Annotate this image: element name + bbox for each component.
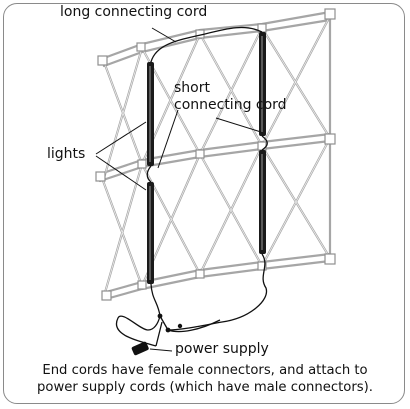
frame-hubs [95, 8, 336, 301]
label-power-supply: power supply [175, 341, 269, 357]
caption-line-1: End cords have female connectors, and at… [42, 363, 368, 378]
caption: End cords have female connectors, and at… [8, 362, 402, 396]
label-long-connecting-cord: long connecting cord [60, 4, 208, 20]
caption-line-2: power supply cords (which have male conn… [37, 380, 373, 395]
light-tubes [147, 32, 266, 284]
leader-lines [95, 27, 262, 352]
power-supply-brick [131, 341, 149, 356]
long-connecting-cord [150, 26, 263, 63]
cords [115, 26, 268, 347]
label-short-cord-line1: short [174, 80, 210, 96]
label-short-cord-line2: connecting cord [174, 97, 287, 113]
display-frame [98, 10, 332, 301]
diagram-panel [3, 3, 405, 404]
short-connecting-cord [146, 165, 152, 183]
label-lights: lights [47, 146, 86, 162]
